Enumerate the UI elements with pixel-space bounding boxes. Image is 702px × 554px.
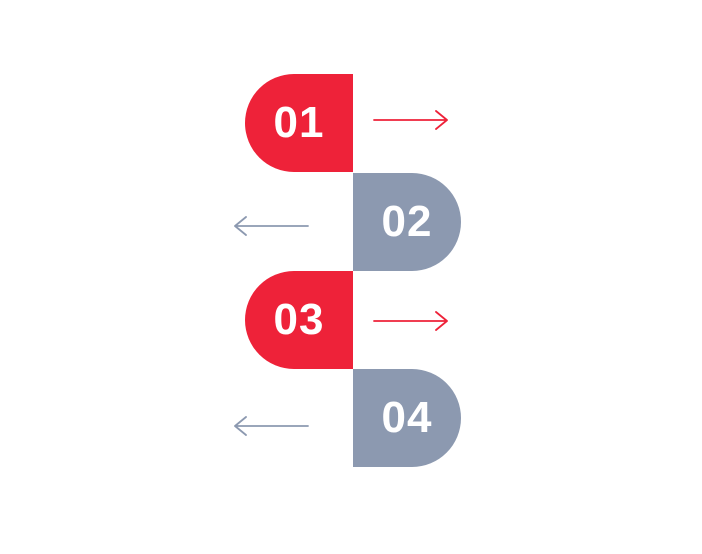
arrow-left-icon [232,214,312,238]
step-3-badge: 03 [245,271,353,369]
arrow-right-icon [372,108,452,132]
arrow-right-icon [372,309,452,333]
step-4-badge: 04 [353,369,461,467]
step-1-badge: 01 [245,74,353,172]
step-2-badge: 02 [353,173,461,271]
arrow-left-icon [232,414,312,438]
